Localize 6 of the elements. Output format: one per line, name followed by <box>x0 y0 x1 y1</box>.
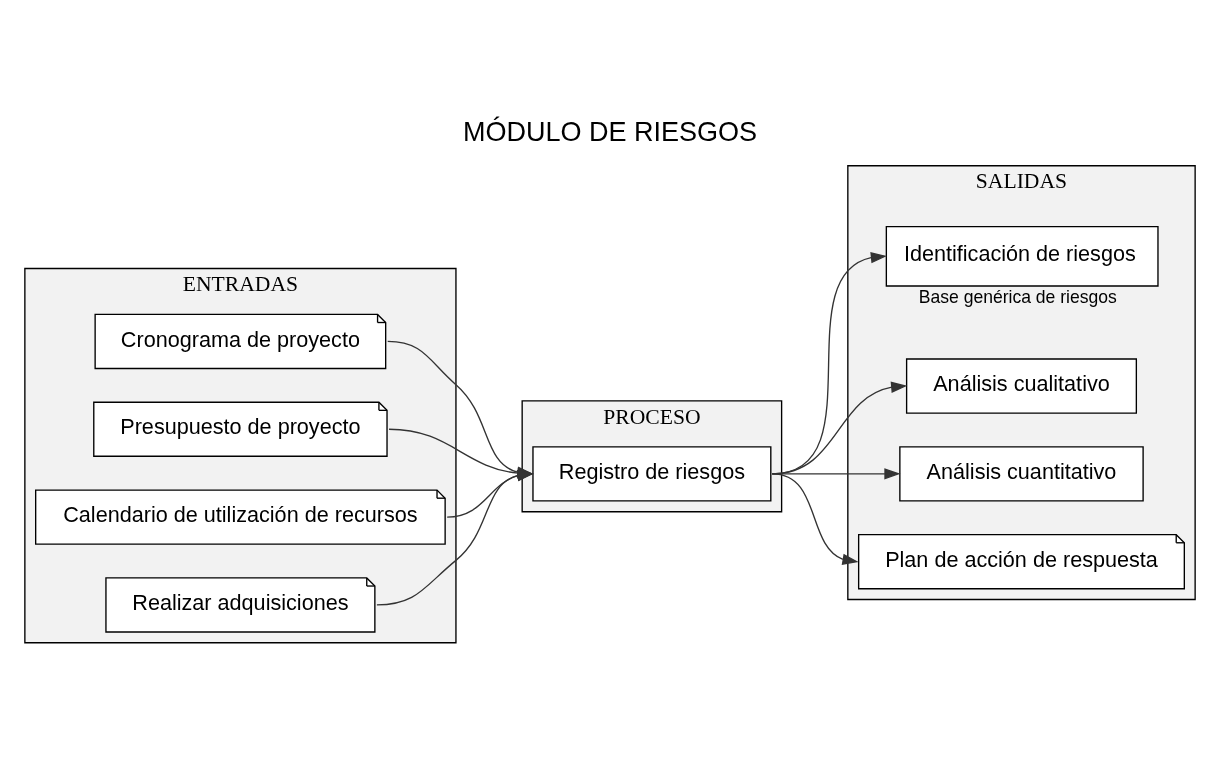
node-box: Análisis cualitativo <box>905 357 1138 414</box>
node-label: Base genérica de riesgos <box>918 286 1117 307</box>
node-box: Registro de riesgos <box>532 445 772 502</box>
diagram-title: MÓDULO DE RIESGOS <box>462 116 758 147</box>
node-box: Análisis cuantitativo <box>899 445 1144 502</box>
arrow <box>771 472 859 565</box>
